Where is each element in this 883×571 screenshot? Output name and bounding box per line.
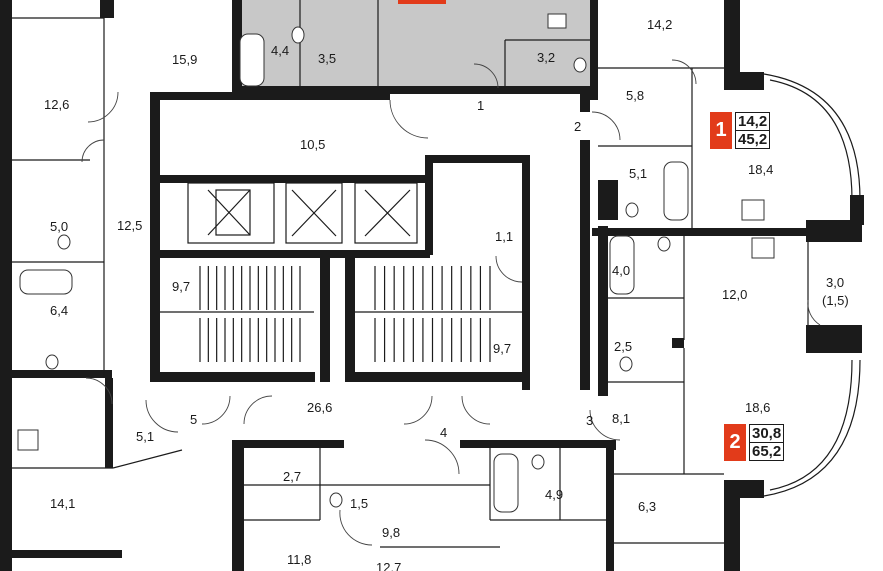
room-label: 3,0 [826, 275, 844, 290]
apartment-areas: 30,8 65,2 [749, 424, 785, 461]
apartment-tag-2: 2 30,8 65,2 [724, 424, 785, 461]
apartment-areas: 14,2 45,2 [735, 112, 771, 149]
room-label: 4 [440, 425, 447, 440]
total-area: 65,2 [749, 443, 785, 461]
room-label: 5 [190, 412, 197, 427]
apartment-number: 1 [710, 112, 732, 149]
room-label: 1 [477, 98, 484, 113]
room-label: 15,9 [172, 52, 197, 67]
room-label: 3 [586, 413, 593, 428]
room-label: 2,7 [283, 469, 301, 484]
room-label: 8,1 [612, 411, 630, 426]
room-label: 18,4 [748, 162, 773, 177]
room-label: 9,7 [493, 341, 511, 356]
total-area: 45,2 [735, 131, 771, 149]
walls [0, 0, 864, 571]
room-label: 14,2 [647, 17, 672, 32]
living-area: 14,2 [735, 112, 771, 131]
fixtures [17, 13, 775, 513]
room-label: 2 [574, 119, 581, 134]
room-label: 4,0 [612, 263, 630, 278]
elevators [187, 182, 418, 244]
room-label: 4,4 [271, 43, 289, 58]
room-label: 3,2 [537, 50, 555, 65]
bay-windows [28, 73, 861, 553]
room-label: 9,7 [172, 279, 190, 294]
room-label: 1,1 [495, 229, 513, 244]
room-label: 5,1 [629, 166, 647, 181]
apartment-tag-1: 1 14,2 45,2 [710, 112, 771, 149]
stairs [160, 266, 522, 362]
room-label: 14,1 [50, 496, 75, 511]
room-label: 6,4 [50, 303, 68, 318]
room-label: 9,8 [382, 525, 400, 540]
living-area: 30,8 [749, 424, 785, 443]
room-label: 5,1 [136, 429, 154, 444]
doors [81, 59, 821, 546]
apartment-number: 2 [724, 424, 746, 461]
room-labels: 14,2 15,9 12,6 4,4 3,5 3,2 5,8 1 2 10,5 … [44, 17, 849, 571]
room-label: (1,5) [822, 293, 849, 308]
highlighted-unit-marker [398, 0, 446, 4]
partitions [12, 0, 809, 548]
room-label: 5,8 [626, 88, 644, 103]
highlighted-unit [240, 0, 596, 92]
room-label: 11,8 [287, 552, 311, 567]
room-label: 26,6 [307, 400, 332, 415]
room-label: 5,0 [50, 219, 68, 234]
room-label: 18,6 [745, 400, 770, 415]
room-label: 10,5 [300, 137, 325, 152]
room-label: 12,7 [376, 560, 401, 571]
room-label: 4,9 [545, 487, 563, 502]
room-label: 2,5 [614, 339, 632, 354]
room-label: 12,6 [44, 97, 69, 112]
room-label: 12,0 [722, 287, 747, 302]
room-label: 3,5 [318, 51, 336, 66]
room-label: 12,5 [117, 218, 142, 233]
room-label: 1,5 [350, 496, 368, 511]
room-label: 6,3 [638, 499, 656, 514]
